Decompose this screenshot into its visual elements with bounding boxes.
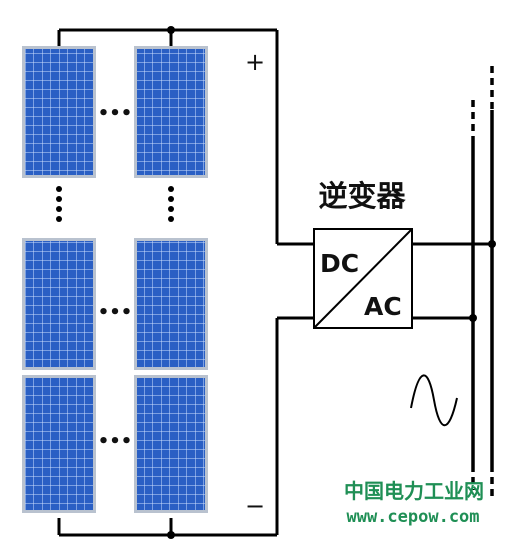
solar-panel <box>22 238 96 370</box>
ellipsis-horizontal: ••• <box>98 431 133 452</box>
solar-panel <box>134 375 208 513</box>
inverter-title: 逆变器 <box>318 179 406 213</box>
sine-wave-icon <box>410 374 458 427</box>
solar-array <box>22 46 208 513</box>
ellipsis-horizontal: ••• <box>98 302 133 323</box>
ellipsis-vertical <box>168 186 174 222</box>
solar-panel <box>22 46 96 178</box>
junction-dot <box>488 240 496 248</box>
plus-label: + <box>245 48 265 76</box>
inverter-ac-label: AC <box>364 292 402 321</box>
watermark-site-name: 中国电力工业网 <box>344 479 484 503</box>
inverter-dc-label: DC <box>320 249 359 278</box>
ellipsis-horizontal: ••• <box>98 103 133 124</box>
ellipsis-vertical <box>56 186 62 222</box>
solar-panel <box>22 375 96 513</box>
inverter-box <box>313 228 413 329</box>
grid-bus <box>471 66 494 500</box>
solar-panel <box>134 46 208 178</box>
junction-dot <box>469 314 477 322</box>
watermark-url: www.cepow.com <box>346 507 479 527</box>
junction-dot <box>167 26 175 34</box>
ac-wiring <box>412 242 492 320</box>
solar-panel <box>134 238 208 370</box>
minus-label: − <box>245 492 265 520</box>
junction-dot <box>167 531 175 539</box>
